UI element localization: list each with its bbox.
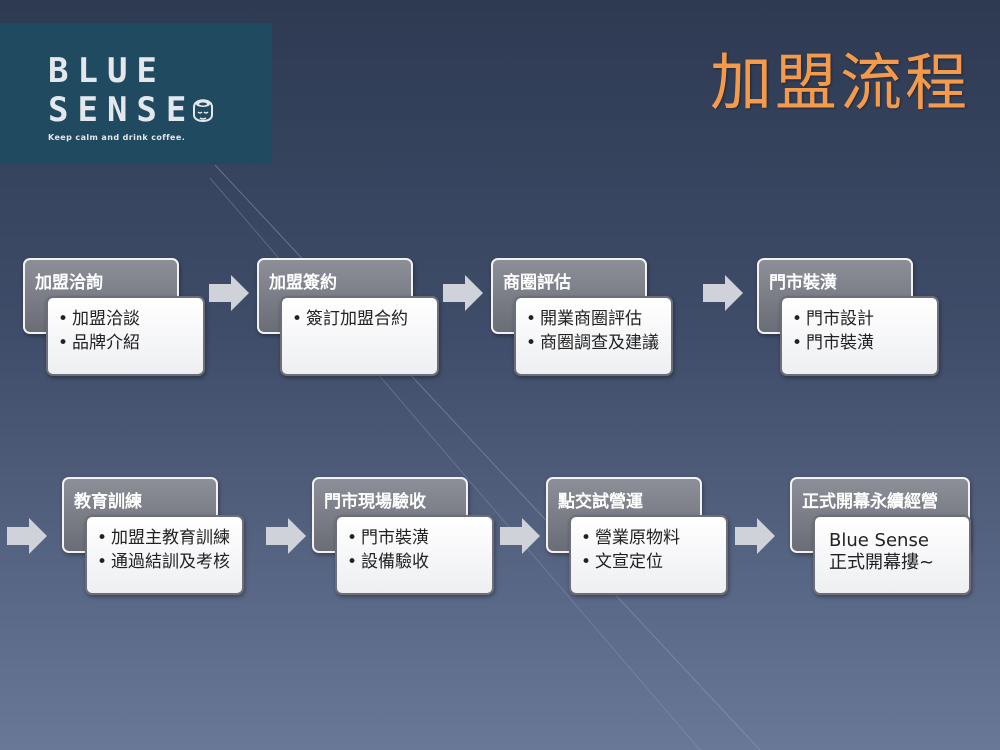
step-detail-box: 門市裝潢 設備驗收 bbox=[335, 515, 494, 595]
right-arrow-icon bbox=[443, 275, 483, 311]
bullet-item: 通過結訓及考核 bbox=[97, 550, 238, 574]
bullet-item: 商圈調查及建議 bbox=[526, 331, 667, 355]
step-store-decoration: 門市裝潢 門市設計 門市裝潢 bbox=[757, 258, 942, 378]
step-training: 教育訓練 加盟主教育訓練 通過結訓及考核 bbox=[62, 477, 247, 597]
bullet-item: 品牌介紹 bbox=[58, 331, 199, 355]
step-trial-operation: 點交試營運 營業原物料 文宣定位 bbox=[546, 477, 731, 597]
logo-tagline: Keep calm and drink coffee. bbox=[48, 133, 186, 142]
bullet-list: 營業原物料 文宣定位 bbox=[581, 526, 722, 574]
right-arrow-icon bbox=[209, 275, 249, 311]
step-detail-box: 開業商圈評估 商圈調查及建議 bbox=[514, 296, 673, 376]
bullet-list: 門市設計 門市裝潢 bbox=[792, 307, 933, 355]
step-franchise-inquiry: 加盟洽詢 加盟洽談 品牌介紹 bbox=[23, 258, 208, 378]
step-detail-box: Blue Sense 正式開幕摟~ bbox=[813, 515, 971, 595]
step-site-inspection: 門市現場驗收 門市裝潢 設備驗收 bbox=[312, 477, 497, 597]
step-detail-box: 門市設計 門市裝潢 bbox=[780, 296, 939, 376]
right-arrow-icon bbox=[703, 275, 743, 311]
bullet-item: 門市裝潢 bbox=[792, 331, 933, 355]
step-detail-box: 加盟主教育訓練 通過結訓及考核 bbox=[85, 515, 244, 595]
step-title: 門市裝潢 bbox=[769, 273, 837, 293]
step-detail-box: 營業原物料 文宣定位 bbox=[569, 515, 728, 595]
bullet-list: 開業商圈評估 商圈調查及建議 bbox=[526, 307, 667, 355]
bullet-list: 加盟主教育訓練 通過結訓及考核 bbox=[97, 526, 238, 574]
step-title: 加盟洽詢 bbox=[35, 273, 103, 293]
bullet-item: 門市設計 bbox=[792, 307, 933, 331]
bullet-item: 簽訂加盟合約 bbox=[292, 307, 433, 331]
step-title: 加盟簽約 bbox=[269, 273, 337, 293]
right-arrow-icon bbox=[500, 518, 540, 554]
right-arrow-icon bbox=[7, 518, 47, 554]
bullet-list: 簽訂加盟合約 bbox=[292, 307, 433, 331]
step-detail-box: 簽訂加盟合約 bbox=[280, 296, 439, 376]
bullet-item: 開業商圈評估 bbox=[526, 307, 667, 331]
brand-logo: BLUE SENSE Keep calm and drink coffee. bbox=[0, 23, 272, 164]
step-grand-opening: 正式開幕永續經營 Blue Sense 正式開幕摟~ bbox=[790, 477, 975, 597]
bullet-item: 門市裝潢 bbox=[347, 526, 488, 550]
bullet-list: 門市裝潢 設備驗收 bbox=[347, 526, 488, 574]
page-title: 加盟流程 bbox=[709, 46, 970, 119]
step-franchise-signing: 加盟簽約 簽訂加盟合約 bbox=[257, 258, 442, 378]
bullet-item: 營業原物料 bbox=[581, 526, 722, 550]
step-trade-area-evaluation: 商圈評估 開業商圈評估 商圈調查及建議 bbox=[491, 258, 676, 378]
closing-text-line: Blue Sense bbox=[829, 530, 929, 551]
bullet-list: 加盟洽談 品牌介紹 bbox=[58, 307, 199, 355]
step-title: 商圈評估 bbox=[503, 273, 571, 293]
step-title: 點交試營運 bbox=[558, 492, 643, 512]
logo-word-sense: SENSE bbox=[48, 90, 196, 130]
bullet-item: 加盟洽談 bbox=[58, 307, 199, 331]
logo-word-blue: BLUE bbox=[48, 51, 166, 91]
step-detail-box: 加盟洽談 品牌介紹 bbox=[46, 296, 205, 376]
bullet-item: 加盟主教育訓練 bbox=[97, 526, 238, 550]
coffee-head-icon bbox=[193, 99, 213, 122]
bullet-item: 文宣定位 bbox=[581, 550, 722, 574]
step-title: 門市現場驗收 bbox=[324, 492, 426, 512]
step-title: 正式開幕永續經營 bbox=[802, 492, 938, 512]
right-arrow-icon bbox=[266, 518, 306, 554]
step-title: 教育訓練 bbox=[74, 492, 142, 512]
right-arrow-icon bbox=[735, 518, 775, 554]
bullet-item: 設備驗收 bbox=[347, 550, 488, 574]
closing-text-line: 正式開幕摟~ bbox=[829, 552, 935, 573]
